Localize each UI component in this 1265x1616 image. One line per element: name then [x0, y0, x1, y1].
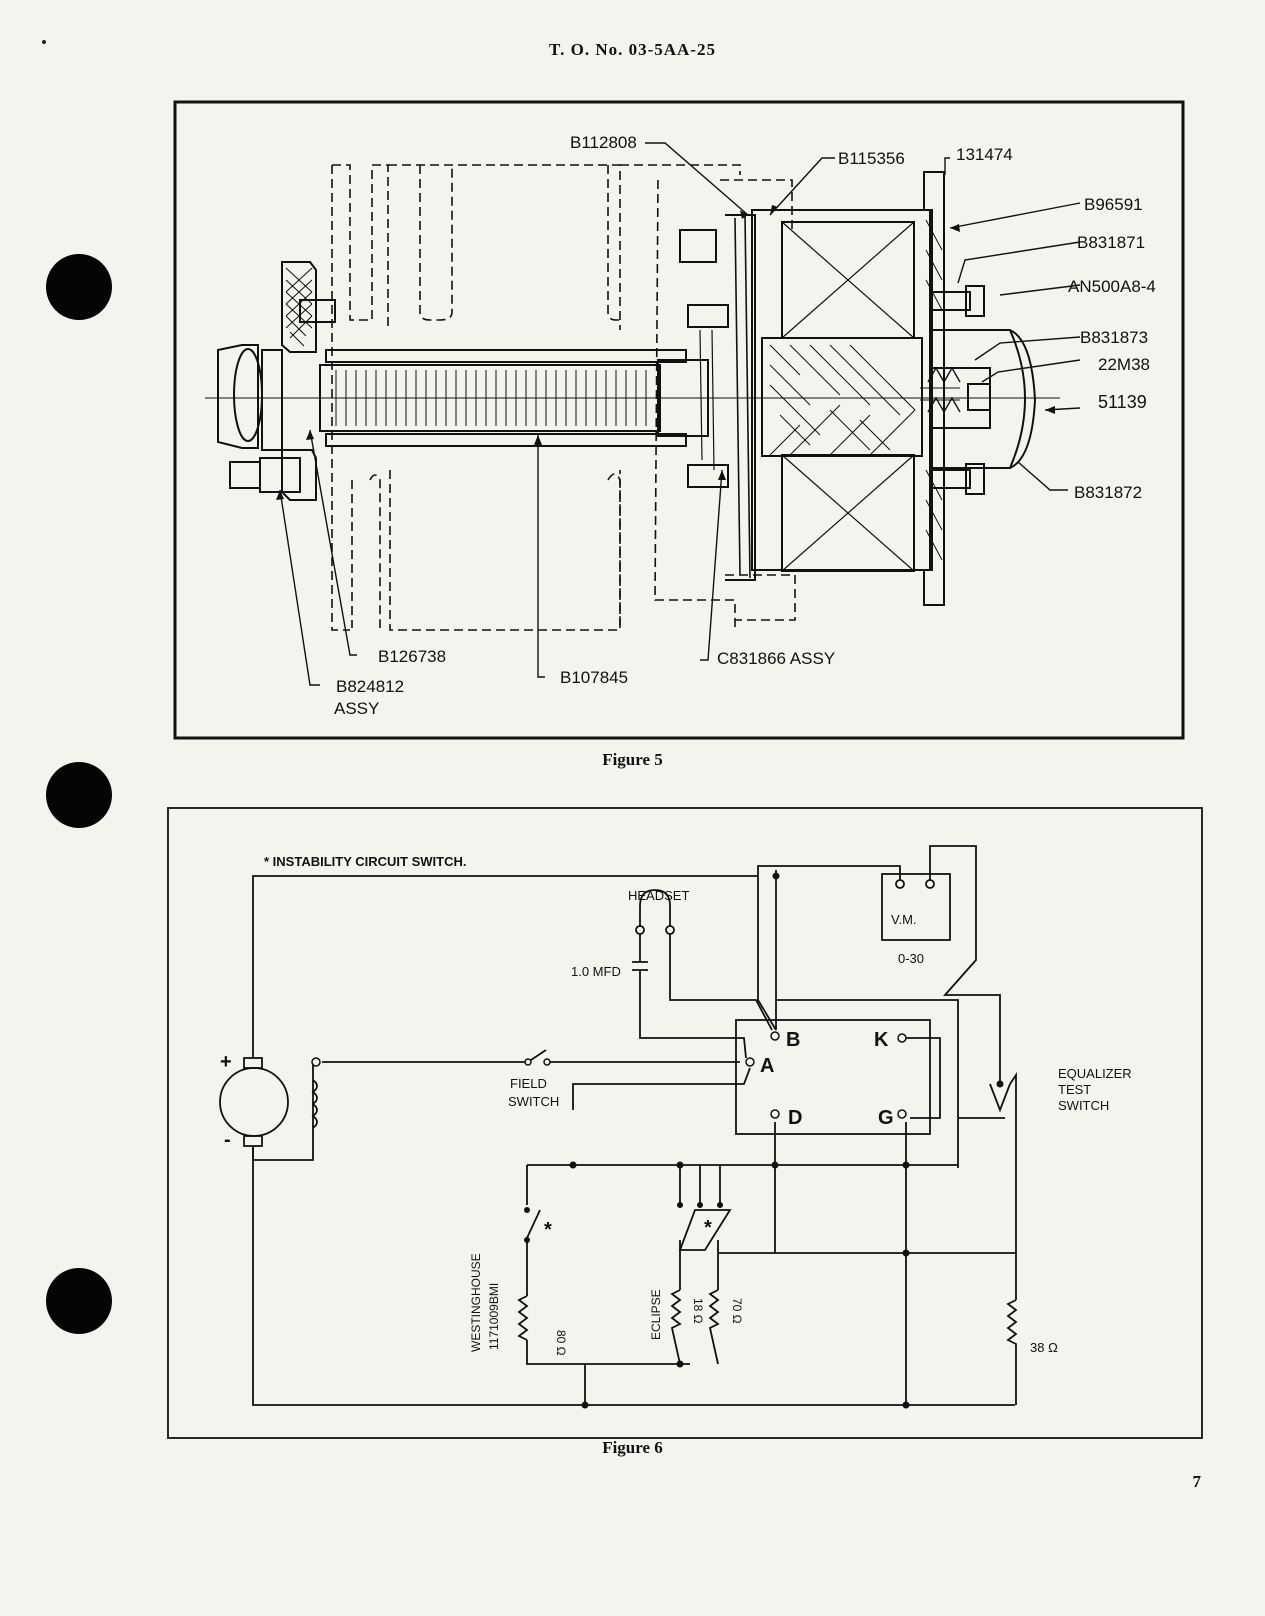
terminal-k: K — [874, 1029, 889, 1051]
label-an500a8-4: AN500A8-4 — [1068, 277, 1156, 296]
label-capacitor: 1.0 MFD — [571, 964, 621, 979]
label-b107845: B107845 — [560, 668, 628, 687]
label-westinghouse-number: 1171009BMI — [487, 1283, 501, 1350]
label-field-switch-2: SWITCH — [508, 1094, 559, 1109]
label-80-ohm: 80 Ω — [554, 1330, 568, 1356]
label-22m38: 22M38 — [1098, 355, 1150, 374]
label-b831873: B831873 — [1080, 328, 1148, 347]
page-header: T. O. No. 03-5AA-25 — [549, 40, 716, 59]
label-51139: 51139 — [1098, 392, 1147, 412]
label-b115356: B115356 — [838, 149, 905, 168]
label-b831871: B831871 — [1077, 233, 1145, 252]
star-eclipse: * — [704, 1217, 712, 1239]
label-70-ohm: 70 Ω — [730, 1298, 744, 1324]
label-b112808: B112808 — [570, 133, 637, 152]
terminal-g: G — [878, 1107, 894, 1129]
left-bearing-cap — [281, 261, 317, 353]
label-assy: ASSY — [334, 699, 379, 718]
label-minus: - — [224, 1129, 231, 1151]
page-number: 7 — [1192, 1472, 1202, 1491]
label-field-switch-1: FIELD — [510, 1076, 547, 1091]
phantom-outline — [332, 164, 389, 330]
voltmeter-box — [881, 873, 951, 941]
label-vm: V.M. — [891, 912, 917, 927]
label-headset: HEADSET — [628, 888, 689, 903]
label-b831872: B831872 — [1074, 483, 1142, 502]
label-c831866-assy: C831866 ASSY — [717, 649, 835, 668]
figure-5-caption: Figure 5 — [602, 750, 663, 769]
label-eclipse: ECLIPSE — [649, 1289, 663, 1340]
figure-6-caption: Figure 6 — [602, 1438, 663, 1457]
label-instability-switch: * INSTABILITY CIRCUIT SWITCH. — [264, 854, 466, 869]
mounting-flange — [923, 171, 945, 606]
terminal-d: D — [788, 1107, 802, 1129]
speck — [42, 40, 46, 44]
binder-hole-middle — [46, 762, 112, 828]
label-westinghouse: WESTINGHOUSE — [469, 1253, 483, 1352]
generator-symbol — [219, 1067, 289, 1137]
label-b126738: B126738 — [378, 647, 446, 666]
terminal-b: B — [786, 1029, 800, 1051]
figure-6-frame — [167, 807, 1203, 1439]
binder-hole-top — [46, 254, 112, 320]
label-equalizer: EQUALIZER — [1058, 1066, 1132, 1081]
terminal-a: A — [760, 1055, 774, 1077]
figure-5-drawing: B112808 B115356 131474 B96591 B831871 AN… — [173, 100, 1185, 740]
label-38-ohm: 38 Ω — [1030, 1340, 1058, 1355]
label-vm-range: 0-30 — [898, 951, 924, 966]
label-equalizer-test: TEST — [1058, 1082, 1091, 1097]
star-westinghouse: * — [544, 1219, 552, 1241]
label-b96591: B96591 — [1084, 195, 1143, 214]
label-plus: + — [220, 1051, 232, 1073]
label-b824812: B824812 — [336, 677, 404, 696]
figure-5-frame — [173, 100, 1185, 740]
regulator-box — [735, 1019, 931, 1135]
label-18-ohm: 18 Ω — [691, 1298, 705, 1324]
label-131474: 131474 — [956, 145, 1013, 164]
label-equalizer-switch: SWITCH — [1058, 1098, 1109, 1113]
figure-6-schematic: * INSTABILITY CIRCUIT SWITCH. HEADSET V.… — [167, 807, 1203, 1439]
binder-hole-bottom — [46, 1268, 112, 1334]
field-housing — [751, 209, 931, 571]
